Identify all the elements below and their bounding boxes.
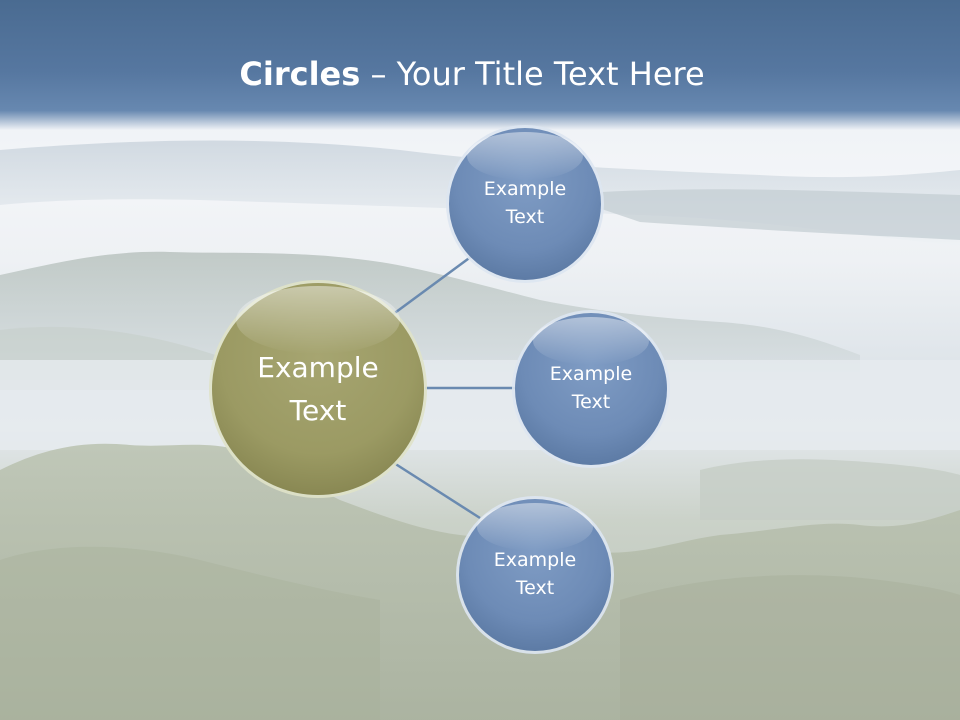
satellite-bottom-line1: Example: [493, 549, 577, 572]
center-label-line1: Example: [257, 350, 379, 384]
satellite-top-line2: Text: [505, 206, 545, 228]
satellite-circle-middle[interactable]: [512, 310, 670, 468]
satellite-middle-line2: Text: [571, 391, 611, 413]
satellite-bottom-line2: Text: [515, 577, 555, 599]
center-circle[interactable]: [209, 280, 427, 498]
title-rest: – Your Title Text Here: [360, 55, 705, 93]
satellite-top-line1: Example: [483, 178, 567, 201]
satellite-circle-top[interactable]: [446, 125, 604, 283]
slide-title: Circles – Your Title Text Here: [0, 55, 944, 93]
satellite-middle-line1: Example: [549, 363, 633, 386]
connector-line-top: [391, 254, 473, 317]
title-bar: [0, 0, 960, 130]
center-label-line2: Text: [289, 394, 347, 427]
title-bold: Circles: [239, 55, 361, 93]
satellite-circle-bottom[interactable]: [456, 496, 614, 654]
connector-line-bottom: [393, 461, 481, 520]
